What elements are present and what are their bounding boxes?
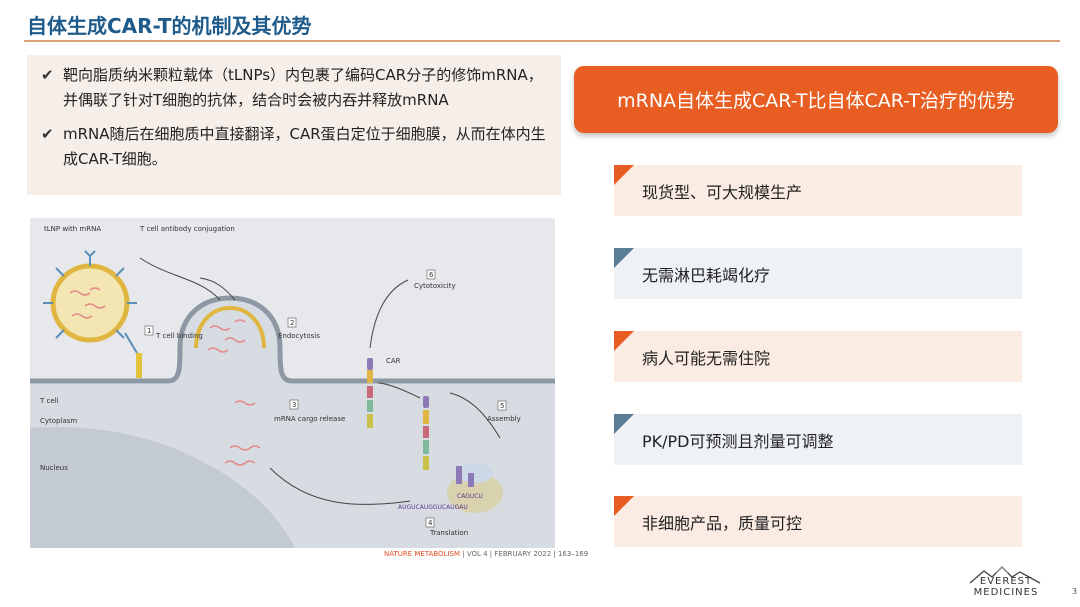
label-seq-bottom: AUGUCAUGGUCAUGAU (398, 504, 468, 511)
step-number: 1 (147, 327, 151, 335)
bullet-item: ✔ 靶向脂质纳米颗粒载体（tLNPs）内包裹了编码CAR分子的修饰mRNA，并偶… (41, 63, 547, 113)
advantage-item: PK/PD可预测且剂量可调整 (614, 414, 1022, 465)
label-nucleus: Nucleus (40, 464, 68, 472)
step-number: 3 (292, 401, 296, 409)
bullet-item: ✔ mRNA随后在细胞质中直接翻译，CAR蛋白定位于细胞膜，从而在体内生成CAR… (41, 122, 547, 172)
label-step4: Translation (429, 529, 468, 537)
triangle-marker-icon (614, 248, 634, 268)
logo-text: EVEREST MEDICINES (973, 576, 1039, 598)
endosome (194, 305, 266, 353)
advantage-text: 病人可能无需住院 (642, 348, 771, 368)
step-number: 6 (429, 271, 434, 279)
step-number: 2 (290, 319, 294, 327)
label-step1: T cell binding (155, 332, 203, 340)
label-step5: Assembly (487, 415, 521, 423)
page-number: 3 (1072, 587, 1078, 596)
mountain-logo-icon (969, 566, 1041, 584)
mechanism-bullets: ✔ 靶向脂质纳米颗粒载体（tLNPs）内包裹了编码CAR分子的修饰mRNA，并偶… (27, 55, 561, 195)
label-cytoplasm: Cytoplasm (40, 417, 77, 425)
step-number: 5 (500, 402, 504, 410)
label-tlnp: tLNP with mRNA (44, 225, 101, 233)
page-title: 自体生成CAR-T的机制及其优势 (27, 14, 312, 38)
bullet-text: mRNA随后在细胞质中直接翻译，CAR蛋白定位于细胞膜，从而在体内生成CAR-T… (63, 125, 546, 168)
car-assembly (423, 396, 429, 470)
triangle-marker-icon (614, 496, 634, 516)
bullet-text: 靶向脂质纳米颗粒载体（tLNPs）内包裹了编码CAR分子的修饰mRNA，并偶联了… (63, 66, 543, 109)
mrna-strands (224, 400, 261, 466)
ribosome (447, 463, 503, 513)
label-car: CAR (386, 357, 401, 365)
journal-name: NATURE METABOLISM (384, 550, 461, 558)
advantage-item: 病人可能无需住院 (614, 331, 1022, 382)
step-number-boxes: 1 2 3 4 5 6 (144, 269, 507, 528)
triangle-marker-icon (614, 165, 634, 185)
advantage-item: 非细胞产品，质量可控 (614, 496, 1022, 547)
triangle-marker-icon (614, 414, 634, 434)
advantage-text: 无需淋巴耗竭化疗 (642, 265, 771, 285)
label-tcell: T cell (39, 397, 59, 405)
advantage-item: 现货型、可大规模生产 (614, 165, 1022, 216)
step-number: 4 (428, 519, 433, 527)
checkmark-icon: ✔ (41, 66, 54, 84)
label-step3: mRNA cargo release (274, 415, 345, 423)
advantage-item: 无需淋巴耗竭化疗 (614, 248, 1022, 299)
advantage-text: PK/PD可预测且剂量可调整 (642, 431, 834, 451)
title-divider (24, 40, 1060, 42)
label-antibody: T cell antibody conjugation (139, 225, 235, 233)
advantage-text: 现货型、可大规模生产 (642, 182, 803, 202)
car-protein-membrane (367, 358, 373, 428)
label-step2: Endocytosis (278, 332, 320, 340)
citation-details: | VOL 4 | FEBRUARY 2022 | 163–169 (460, 550, 589, 558)
figure-caption: NATURE METABOLISM | VOL 4 | FEBRUARY 202… (384, 550, 588, 558)
mechanism-figure: tLNP with mRNA T cell antibody conjugati… (30, 218, 555, 548)
label-seq-top: CAGUCU (457, 493, 483, 500)
company-logo: EVEREST MEDICINES (950, 563, 1062, 601)
triangle-marker-icon (614, 331, 634, 351)
label-step6: Cytotoxicity (414, 282, 456, 290)
advantage-text: 非细胞产品，质量可控 (642, 513, 803, 533)
checkmark-icon: ✔ (41, 125, 54, 143)
antibody-binding (124, 332, 142, 378)
advantages-banner: mRNA自体生成CAR-T比自体CAR-T治疗的优势 (574, 66, 1058, 133)
tlnp-particle (43, 250, 137, 343)
